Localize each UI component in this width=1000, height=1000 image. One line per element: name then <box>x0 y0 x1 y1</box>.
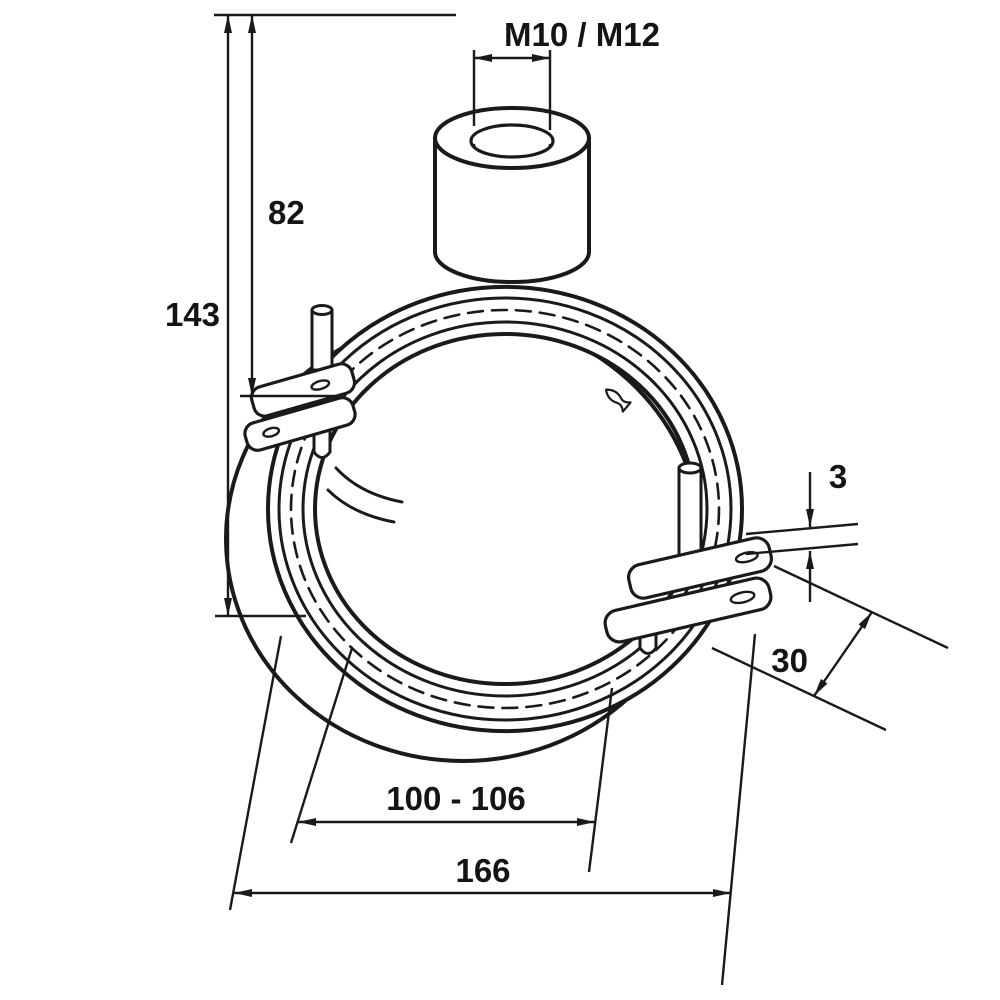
dimension-labels: M10 / M12 82 143 3 30 100 - 106 166 <box>162 13 850 892</box>
left-screw-pin-top <box>310 304 334 316</box>
extension-line-width-front <box>773 564 949 650</box>
pipe-clamp <box>224 106 773 763</box>
left-flange-slot <box>310 379 331 391</box>
right-flange-slot <box>734 550 759 564</box>
left-flange-upper-plate <box>249 362 357 418</box>
rubber-step-edge <box>301 320 709 698</box>
threaded-boss <box>433 106 591 284</box>
label-total-height: 143 <box>165 296 220 333</box>
extension-line-thickness-upper <box>745 522 859 536</box>
label-clamping-range: 100 - 106 <box>386 780 525 817</box>
fish-logo-icon <box>604 388 632 413</box>
extension-line-inner-right <box>587 687 614 873</box>
label-height-to-flange: 82 <box>268 194 305 231</box>
left-flange-lower-slot <box>262 426 281 438</box>
boss-body <box>433 136 591 284</box>
label-band-thickness: 3 <box>829 458 847 495</box>
extension-line-outer-right <box>720 633 757 986</box>
extension-line-inner-left <box>289 647 354 844</box>
right-screw-tip <box>638 632 658 655</box>
left-screw-tip <box>312 430 332 459</box>
left-bolt-assembly <box>243 304 357 459</box>
extension-line-thickness-lower <box>745 542 859 556</box>
dim-line-band-width <box>813 611 873 697</box>
right-screw-pin <box>677 466 703 558</box>
left-screw-pin <box>310 308 334 372</box>
right-screw-pin-top <box>677 461 703 475</box>
liner-cut-detail <box>326 466 404 524</box>
boss-hole-depth-edge <box>472 143 552 159</box>
extension-line-width-back <box>711 646 887 732</box>
extension-line-outer-left <box>228 635 283 911</box>
label-overall-width: 166 <box>455 852 510 889</box>
dimension-lines <box>214 13 949 986</box>
label-thread-size: M10 / M12 <box>504 16 660 53</box>
band-inner-edge <box>277 296 733 722</box>
label-band-width: 30 <box>771 642 808 679</box>
right-flange-lower-slot <box>729 590 756 605</box>
right-bolt-assembly <box>603 461 773 655</box>
rubber-lip-profile <box>289 308 721 710</box>
right-flange-lower-plate <box>603 576 773 644</box>
